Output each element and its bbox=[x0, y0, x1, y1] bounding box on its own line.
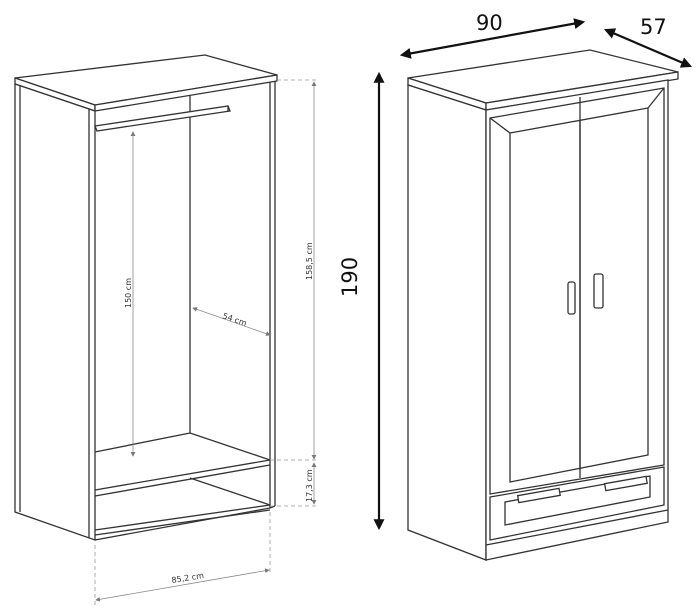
hanging-rod bbox=[94, 105, 231, 132]
inner-depth-label: 54 cm bbox=[221, 311, 248, 328]
open-wardrobe-drawing: 150 cm 54 cm 158,5 cm 17,3 cm 85,2 cm bbox=[14, 54, 318, 606]
drawer bbox=[489, 466, 665, 541]
drawer-space-height-label: 17,3 cm bbox=[305, 469, 314, 502]
height-label: 190 bbox=[338, 257, 362, 297]
depth-label: 57 bbox=[640, 15, 667, 39]
compartment-height-label: 158,5 cm bbox=[305, 242, 314, 280]
side-panel bbox=[407, 84, 487, 561]
shelf bbox=[94, 432, 191, 453]
drawer-handle-left bbox=[516, 487, 561, 504]
door-handle-left bbox=[567, 281, 576, 315]
width-label: 90 bbox=[476, 11, 503, 35]
front-panel bbox=[485, 79, 669, 561]
hanging-height-label: 150 cm bbox=[124, 278, 133, 308]
door-frame bbox=[489, 87, 665, 495]
closed-wardrobe-drawing: 90 57 190 bbox=[338, 11, 693, 561]
left-side-panel bbox=[14, 83, 96, 541]
drawer-handle-right bbox=[603, 475, 648, 492]
door-handle-right bbox=[593, 273, 604, 309]
inner-width-label: 85,2 cm bbox=[171, 571, 205, 585]
